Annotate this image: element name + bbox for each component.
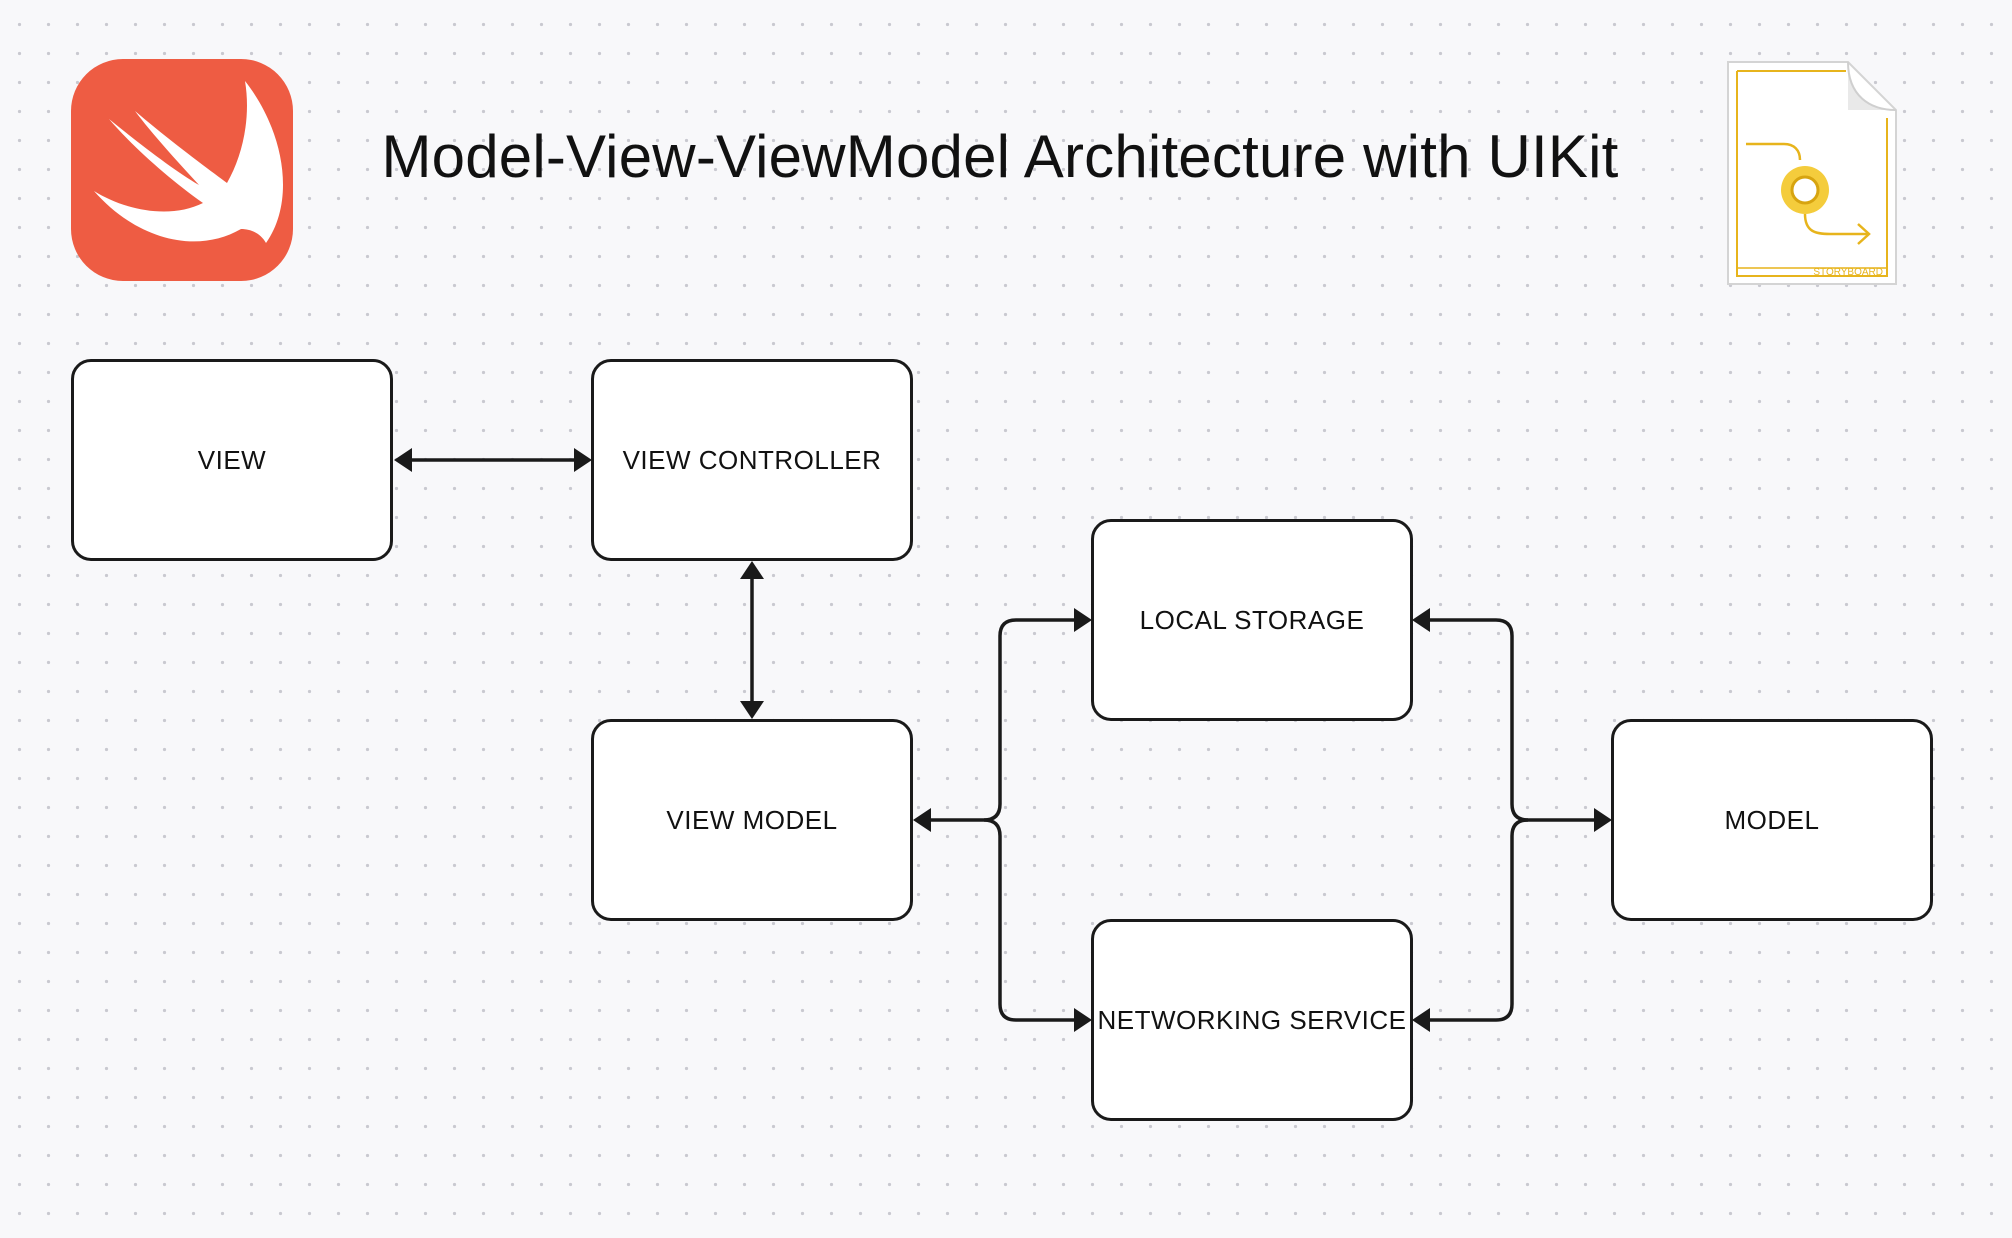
arrowhead — [1412, 1008, 1430, 1032]
edge-networking-model — [1420, 818, 1529, 1022]
storyboard-label: STORYBOARD — [1813, 267, 1883, 278]
node-model[interactable]: MODEL — [1611, 719, 1933, 921]
storyboard-file-icon: STORYBOARD — [1720, 56, 1910, 294]
node-networking-service[interactable]: NETWORKING SERVICE — [1091, 919, 1413, 1121]
node-view-model[interactable]: VIEW MODEL — [591, 719, 913, 921]
arrowhead — [913, 808, 931, 832]
arrowhead — [574, 448, 592, 472]
arrowhead — [1074, 608, 1092, 632]
node-view[interactable]: VIEW — [71, 359, 393, 561]
arrowhead — [740, 701, 764, 719]
edge-localstorage-model — [1420, 618, 1604, 822]
edge-viewmodel-localstorage — [920, 618, 1084, 822]
page-title: Model-View-ViewModel Architecture with U… — [381, 123, 1619, 190]
arrowhead — [740, 561, 764, 579]
arrowhead — [1074, 1008, 1092, 1032]
node-local-storage[interactable]: LOCAL STORAGE — [1091, 519, 1413, 721]
arrowhead — [394, 448, 412, 472]
arrowhead — [1594, 808, 1612, 832]
arrowhead — [1412, 608, 1430, 632]
node-view-controller[interactable]: VIEW CONTROLLER — [591, 359, 913, 561]
swift-logo-icon — [71, 59, 293, 281]
edge-viewmodel-networking — [983, 818, 1084, 1022]
